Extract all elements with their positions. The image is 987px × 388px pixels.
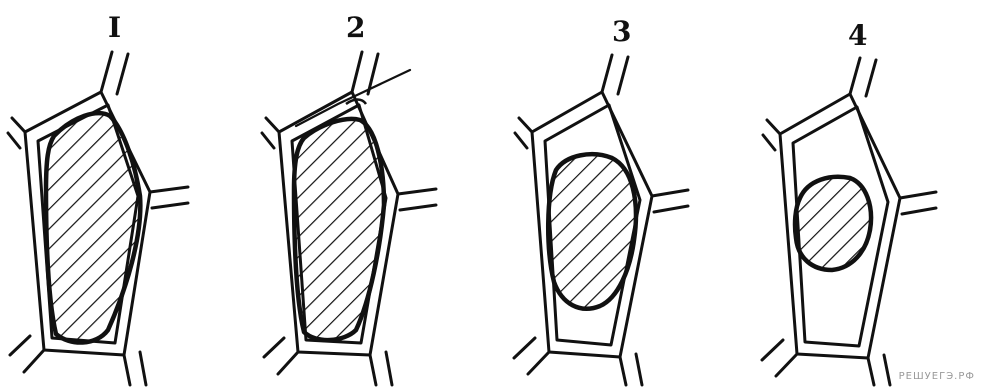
cell-2 <box>262 52 436 385</box>
cell-4-protoplast <box>795 177 871 270</box>
panel-label-1: I <box>108 14 121 42</box>
cell-4 <box>762 58 936 385</box>
cell-1 <box>8 52 188 385</box>
cell-1-protoplast <box>46 113 140 342</box>
cell-2-protoplast <box>294 119 384 340</box>
panel-label-2: 2 <box>346 14 365 42</box>
panel-label-4: 4 <box>848 22 867 50</box>
watermark: РЕШУЕГЭ.РФ <box>899 371 975 382</box>
panel-label-3: 3 <box>612 18 631 46</box>
cell-3 <box>514 55 688 385</box>
